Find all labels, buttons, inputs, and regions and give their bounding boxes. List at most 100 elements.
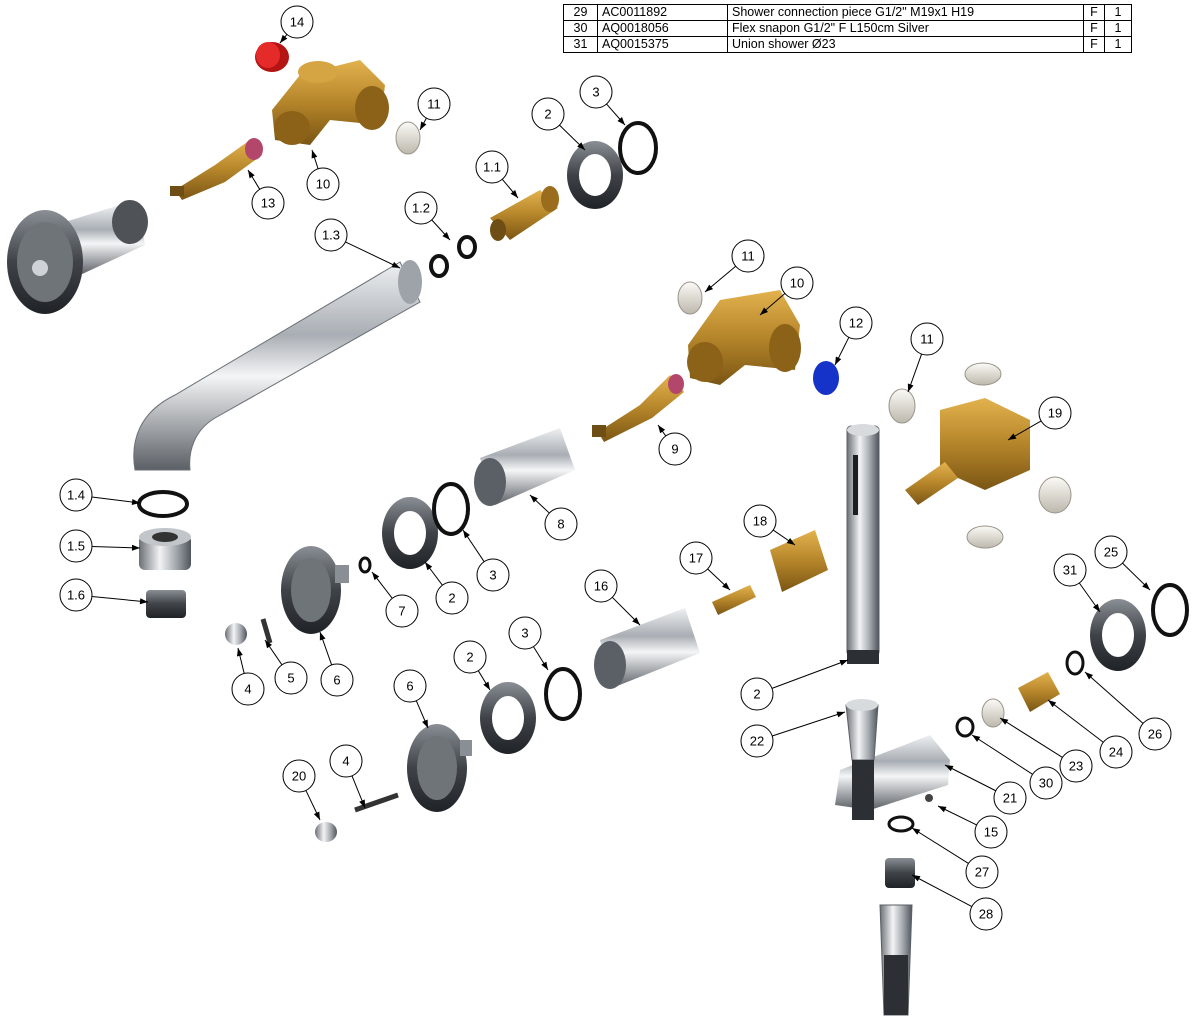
callout-arrowhead: [722, 582, 730, 590]
callout-bubble: [453, 640, 487, 674]
parts-table-description-cell: Shower connection piece G1/2" M19x1 H19: [727, 4, 1084, 21]
callout-bubble: [508, 616, 542, 650]
part-1-5-aerator-housing: [139, 528, 191, 570]
callout-1-6: 1.6: [59, 578, 149, 612]
callout-number: 3: [489, 568, 496, 583]
callout-arrowhead: [839, 659, 848, 666]
callout-arrowhead: [786, 538, 795, 545]
callout-arrowhead: [372, 572, 380, 581]
part-4-screw-low: [315, 822, 337, 842]
callout-1-3: 1.3: [314, 218, 401, 269]
callout-arrowhead: [705, 284, 714, 292]
callout-bubble: [280, 5, 314, 39]
callout-1-2: 1.2: [404, 191, 451, 241]
callout-bubble: [965, 855, 999, 889]
callout-1-4: 1.4: [59, 478, 141, 512]
part-7-small-oring: [358, 556, 372, 574]
part-6-handle-mid: [281, 546, 349, 634]
callout-bubble: [579, 75, 613, 109]
callout-arrowhead: [658, 425, 666, 434]
callout-4: 4: [329, 744, 366, 809]
callout-number: 2: [448, 591, 455, 606]
part-3-oring-top: [618, 121, 658, 175]
part-30-flex-top: [845, 699, 879, 820]
callout-leader-line: [944, 764, 996, 792]
callout-bubble: [1138, 717, 1172, 751]
callout-bubble: [59, 578, 93, 612]
callout-number: 1.3: [322, 228, 340, 243]
callout-arrowhead: [835, 356, 842, 365]
callout-number: 13: [261, 196, 275, 211]
callout-leader-line: [771, 659, 849, 689]
callout-arrowhead: [1085, 672, 1093, 680]
callout-arrowhead: [1048, 700, 1057, 708]
callout-15: 15: [937, 805, 1008, 849]
callout-10: 10: [306, 149, 340, 201]
part-28-oring: [887, 815, 915, 833]
callout-16: 16: [584, 569, 641, 626]
part-26-oring: [1151, 583, 1189, 637]
callout-bubble: [1029, 766, 1063, 800]
callout-bubble: [584, 569, 618, 603]
callout-1-5: 1.5: [59, 529, 141, 563]
callout-5: 5: [264, 639, 308, 695]
part-17-brass-spindle: [712, 585, 756, 615]
callout-bubble: [475, 150, 509, 184]
parts-table-code-cell: AC0011892: [597, 4, 728, 21]
callout-bubble: [544, 507, 578, 541]
callout-11: 11: [907, 322, 944, 393]
callout-2: 2: [531, 97, 586, 151]
callout-number: 23: [1069, 759, 1083, 774]
callout-arrowhead: [972, 735, 981, 742]
callout-arrowhead: [1092, 603, 1100, 612]
callout-27: 27: [911, 827, 999, 889]
callout-leader-line: [911, 827, 969, 864]
callout-bubble: [740, 677, 774, 711]
callout-19: 19: [1007, 396, 1072, 441]
callout-number: 16: [594, 579, 608, 594]
callout-2: 2: [453, 640, 491, 691]
callout-bubble: [417, 87, 451, 121]
callout-number: 3: [521, 626, 528, 641]
callout-leader-line: [999, 717, 1063, 758]
part-22-white-cap: [981, 698, 1005, 728]
part-15-pin: [354, 792, 399, 813]
part-27-screw: [925, 794, 933, 802]
callout-arrowhead: [836, 711, 845, 718]
callout-arrowhead: [912, 828, 921, 835]
callout-bubble: [658, 432, 692, 466]
part-31-hand-shower: [846, 424, 880, 664]
part-29-connection-piece: [885, 858, 915, 888]
callout-arrowhead: [541, 661, 548, 670]
callout-arrowhead: [912, 875, 921, 882]
parts-table-code-cell: AQ0018056: [597, 20, 728, 37]
callout-arrowhead: [760, 307, 769, 315]
parts-table-qty-cell: 1: [1104, 4, 1132, 21]
callout-arrowhead: [248, 170, 255, 179]
part-9-cartridge: [592, 374, 684, 442]
parts-table-description-cell: Union shower Ø23: [727, 36, 1084, 53]
callout-number: 19: [1048, 406, 1062, 421]
callout-number: 28: [979, 907, 993, 922]
callout-number: 26: [1148, 727, 1162, 742]
callout-30: 30: [971, 734, 1063, 800]
callout-bubble: [435, 581, 469, 615]
callout-bubble: [1059, 749, 1093, 783]
part-19-diverter-body: [905, 362, 1072, 549]
part-11-white-cap-right: [888, 388, 916, 424]
part-12-blue-cap: [813, 361, 839, 395]
callout-26: 26: [1084, 671, 1172, 751]
callout-arrowhead: [907, 383, 914, 392]
callout-number: 9: [671, 442, 678, 457]
callout-10: 10: [759, 266, 814, 316]
part-2-ring-top: [567, 141, 623, 209]
callout-leader-line: [911, 874, 973, 907]
callout-arrowhead: [313, 811, 320, 820]
callout-11: 11: [417, 87, 451, 131]
callout-bubble: [910, 322, 944, 356]
callout-number: 15: [984, 825, 998, 840]
part-1-1-brass-nipple: [490, 186, 559, 241]
